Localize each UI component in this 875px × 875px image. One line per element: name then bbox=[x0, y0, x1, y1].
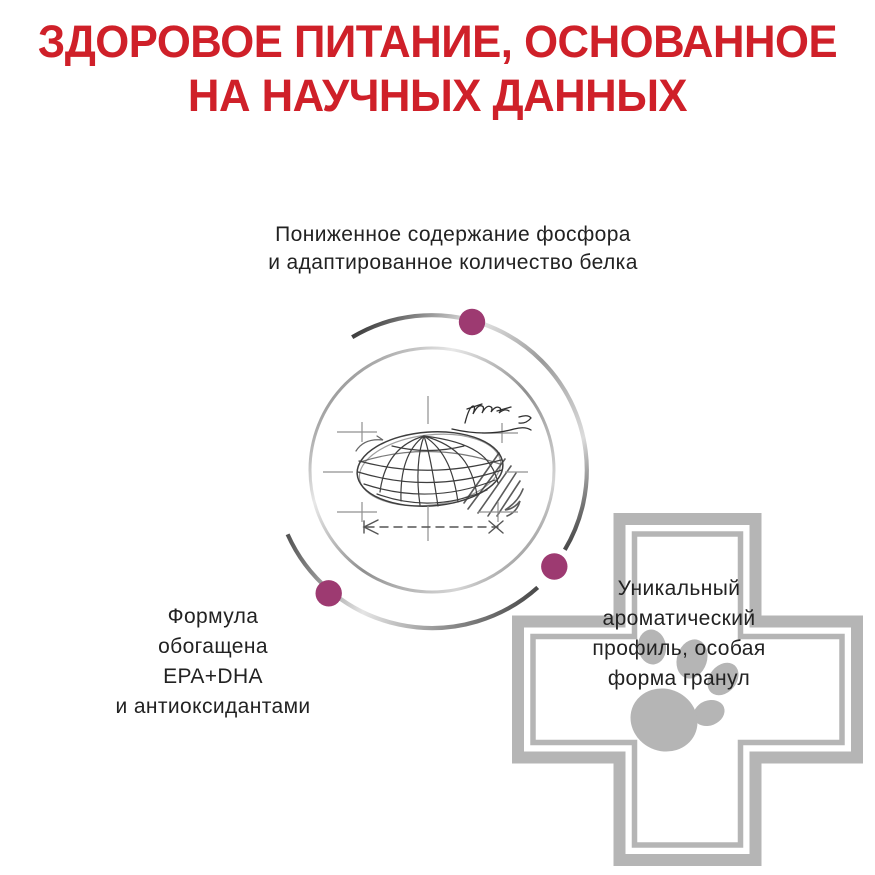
kibble-shading bbox=[463, 452, 524, 517]
signature-scribble bbox=[451, 403, 532, 434]
outer-arc-bottom bbox=[285, 533, 540, 631]
orbit-rings bbox=[285, 313, 589, 631]
kibble-sketch-icon bbox=[355, 430, 524, 517]
orbit-dot-bottom-right bbox=[541, 553, 568, 580]
vet-cross-icon bbox=[512, 513, 863, 866]
page-title: ЗДОРОВОЕ ПИТАНИЕ, ОСНОВАННОЕ НА НАУЧНЫХ … bbox=[37, 16, 838, 121]
outer-arc-top bbox=[351, 313, 589, 551]
feature-phosphorus-text: Пониженное содержание фосфора и адаптиро… bbox=[268, 223, 638, 274]
cross-inner-white bbox=[524, 525, 851, 854]
orbit-dot-bottom-left bbox=[315, 580, 342, 607]
feature-formula-text: Формула обогащена EPA+DHA и антиоксидант… bbox=[115, 605, 311, 718]
paw-print-icon bbox=[630, 629, 739, 752]
dimension-line bbox=[362, 519, 504, 535]
crosshair-marks bbox=[323, 396, 528, 541]
inner-circle bbox=[308, 346, 556, 594]
feature-aroma-text: Уникальный ароматический профиль, особая… bbox=[592, 577, 766, 690]
orbit-dot-top bbox=[458, 308, 486, 336]
cross-inner-line bbox=[530, 531, 845, 848]
orbit-dots bbox=[315, 308, 568, 607]
